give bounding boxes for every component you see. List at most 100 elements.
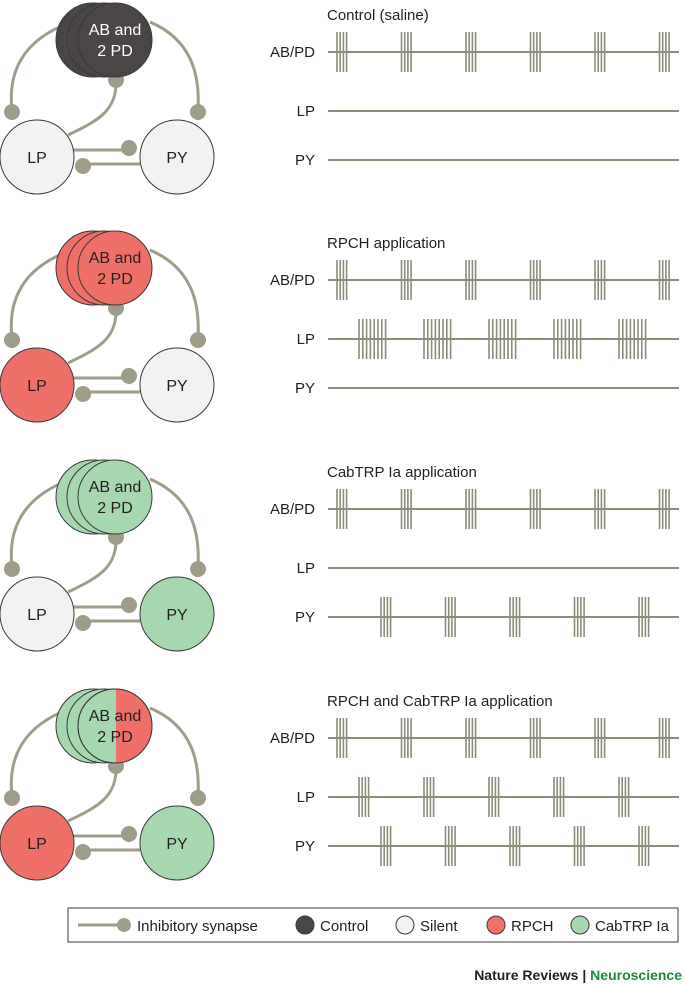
trace-label-abpd: AB/PD [270,730,315,747]
spike-burst [618,319,647,359]
synapse-ab-to-py [149,477,200,568]
ab-pd-label-line1: AB and [89,22,141,39]
synapse-ab-to-py [149,20,200,111]
spike-burst [594,32,606,72]
py-cell-label: PY [166,378,188,395]
synapse-lp-to-ab [67,541,118,594]
spike-burst [488,319,517,359]
spike-burst [423,777,435,817]
synapse-terminal-py [190,790,206,806]
ab-pd-cell-3 [77,230,153,306]
lp-cell [0,576,75,652]
spike-burst [358,777,370,817]
ab-pd-label-line1: AB and [89,708,141,725]
spike-burst [529,489,541,529]
synapse-terminal-lp [4,332,20,348]
panel-4: AB and 2 PD LP PY RPCH and CabTRP Ia applica… [0,688,679,881]
spike-burst [358,319,387,359]
legend-cabtrp-swatch [570,915,590,935]
synapse-ab-to-py [149,706,200,797]
lp-cell-label: LP [27,607,47,624]
spike-burst [529,32,541,72]
ab-pd-label-line2: 2 PD [97,500,133,517]
legend-silent: Silent [420,918,458,935]
synapse-terminal-lp-lower [75,158,91,174]
spike-burst [444,826,456,866]
lp-cell [0,119,75,195]
panel-title: Control (saline) [327,7,429,24]
py-cell [139,347,215,423]
legend-control: Control [320,918,368,935]
spike-burst [658,260,670,300]
trace-label-lp: LP [297,103,315,120]
trace-label-lp: LP [297,789,315,806]
synapse-lp-to-ab [67,84,118,137]
legend-box [67,907,679,943]
synapse-terminal-py [190,104,206,120]
journal-credit: Nature Reviews | Neuroscience [474,967,682,983]
legend: Inhibitory synapse Control Silent RPCH C… [67,907,679,943]
spike-burst [529,260,541,300]
trace-label-abpd: AB/PD [270,501,315,518]
trace-label-abpd: AB/PD [270,44,315,61]
ab-pd-outline [77,688,153,764]
trace-label-py: PY [295,152,315,169]
spike-burst [594,718,606,758]
trace-label-lp: LP [297,560,315,577]
spike-burst [380,597,392,637]
panel-title: RPCH application [327,235,445,252]
spike-burst [573,826,585,866]
lp-cell-label: LP [27,378,47,395]
trace-label-py: PY [295,380,315,397]
synapse-terminal-py [190,332,206,348]
lp-cell [0,347,75,423]
spike-burst [618,777,630,817]
legend-inhibitory-synapse: Inhibitory synapse [137,918,258,935]
ab-pd-label-line2: 2 PD [97,271,133,288]
spike-burst [380,826,392,866]
spike-burst [509,597,521,637]
spike-burst [594,489,606,529]
trace-label-py: PY [295,609,315,626]
spike-burst [638,826,650,866]
py-cell [139,576,215,652]
spike-burst [336,260,348,300]
synapse-terminal-py-lower [121,597,137,613]
ab-pd-label-line2: 2 PD [97,729,133,746]
spike-burst [400,718,412,758]
spike-burst [658,32,670,72]
ab-pd-cell-3 [77,459,153,535]
py-cell [139,805,215,881]
spike-burst [465,260,477,300]
synapse-terminal-py-lower [121,368,137,384]
spike-burst [658,489,670,529]
py-cell-label: PY [166,150,188,167]
legend-silent-swatch [395,915,415,935]
spike-burst [465,32,477,72]
synapse-ab-to-lp [9,248,73,339]
spike-burst [529,718,541,758]
spike-burst [423,319,452,359]
spike-burst [336,718,348,758]
spike-burst [573,597,585,637]
synapse-ab-to-lp [9,706,73,797]
spike-burst [400,489,412,529]
lp-cell [0,805,75,881]
spike-burst [509,826,521,866]
spike-burst [638,597,650,637]
panel-title: RPCH and CabTRP Ia application [327,693,553,710]
lp-cell-label: LP [27,836,47,853]
ab-pd-label-line2: 2 PD [97,43,133,60]
spike-burst [336,489,348,529]
synapse-terminal-lp [4,561,20,577]
spike-burst [444,597,456,637]
legend-synapse-dot [117,918,131,932]
synapse-lp-to-ab [67,312,118,365]
trace-label-py: PY [295,838,315,855]
lp-cell-label: LP [27,150,47,167]
synapse-ab-to-lp [9,20,73,111]
panel-1: AB and 2 PD LP PY Control (saline) AB/PD LP PY [0,2,679,195]
